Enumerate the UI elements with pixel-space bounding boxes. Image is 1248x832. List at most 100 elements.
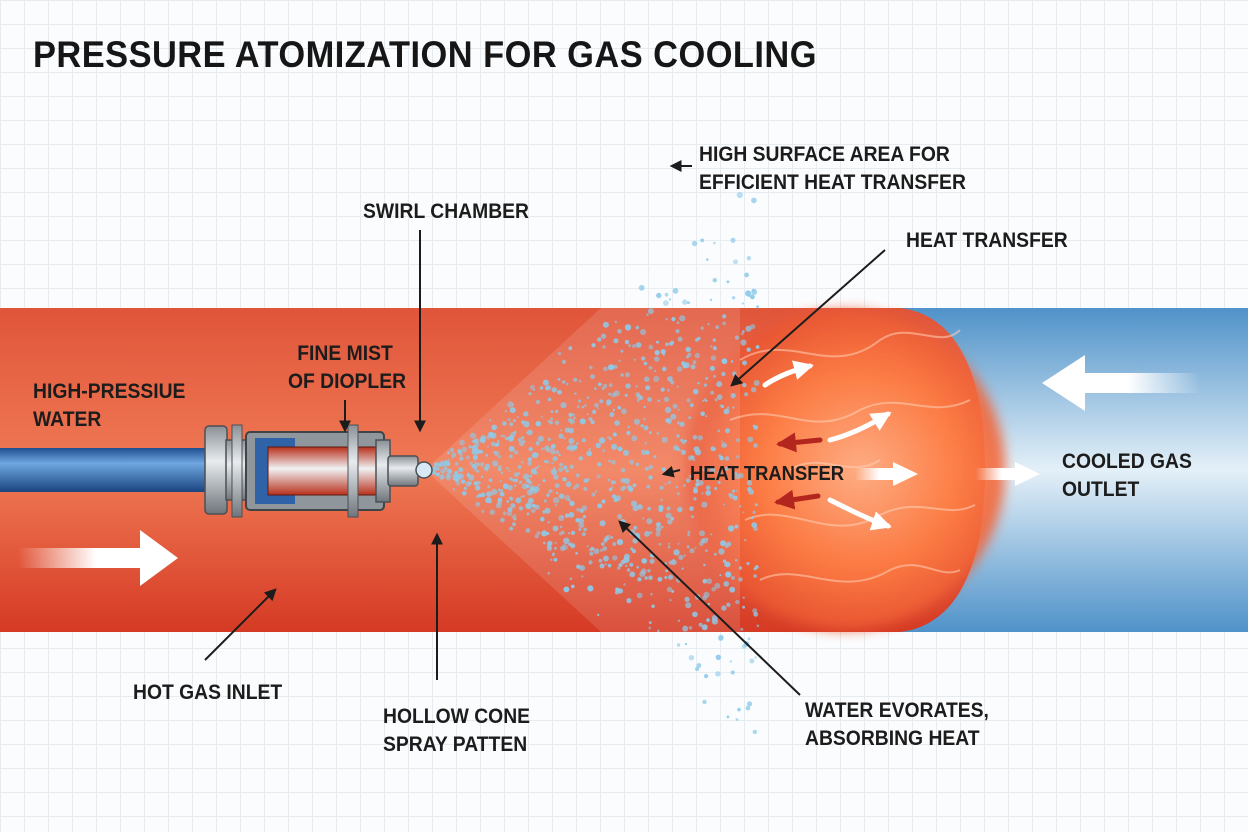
droplet [626,568,631,572]
droplet [454,461,459,467]
droplet [632,344,636,348]
droplet [631,435,638,442]
droplet [618,359,621,362]
droplet [599,520,606,527]
droplet [752,729,757,735]
droplet [481,475,484,478]
droplet [733,259,738,265]
droplet [590,374,595,379]
droplet [465,481,471,487]
droplet [506,500,510,503]
droplet [458,451,463,456]
droplet [583,487,588,491]
droplet [518,506,524,511]
droplet [620,373,624,377]
droplet [710,355,717,361]
droplet [715,654,722,660]
droplet [722,321,727,326]
droplet [692,388,699,395]
droplet [578,518,585,524]
droplet [737,707,741,712]
droplet [564,427,571,433]
droplet [676,366,683,372]
droplet [684,642,688,646]
droplet [509,526,514,531]
droplet [635,392,641,398]
droplet [636,592,643,599]
droplet [505,437,509,441]
droplet [714,487,718,490]
droplet [468,445,472,449]
droplet [753,574,757,578]
droplet [512,522,516,527]
droplet [738,577,743,582]
droplet [553,467,556,470]
droplet [602,546,608,551]
droplet [573,416,576,420]
droplet [753,443,758,448]
droplet [686,398,691,403]
droplet [692,611,698,618]
droplet [565,469,569,473]
droplet [447,459,450,461]
droplet [666,586,673,593]
droplet [529,384,535,390]
droplet [721,440,723,443]
droplet [729,586,736,593]
droplet [546,532,550,535]
droplet [557,377,561,381]
droplet [603,383,608,388]
droplet [612,432,617,437]
droplet [711,587,716,592]
droplet [469,461,473,465]
droplet [607,478,610,482]
hot-gas-flow-arrow [18,530,178,586]
droplet [590,420,595,425]
droplet [514,478,519,483]
droplet [475,454,478,458]
droplet [691,515,695,519]
droplet [443,463,447,466]
droplet [445,475,451,481]
droplet [447,451,451,455]
droplet [511,515,514,519]
droplet [751,490,754,493]
droplet [726,715,730,719]
droplet [491,488,498,495]
droplet [550,558,553,561]
droplet [703,467,708,472]
droplet [643,405,646,409]
droplet [648,365,653,370]
droplet [480,462,485,466]
droplet [665,569,668,573]
droplet [528,392,532,396]
droplet [554,483,560,489]
droplet [510,431,516,438]
droplet [574,483,580,489]
droplet [699,530,705,537]
droplet [697,435,703,441]
droplet [726,406,730,410]
droplet [683,362,690,369]
droplet [732,406,735,409]
droplet [609,412,615,418]
droplet [683,554,686,557]
droplet [553,557,558,562]
droplet [542,479,546,483]
droplet [449,447,454,453]
droplet [661,525,664,529]
droplet [687,533,690,537]
droplet [509,454,513,459]
droplet [628,344,631,347]
droplet [460,479,466,484]
droplet [617,446,623,452]
droplet [687,352,692,357]
droplet [563,436,566,440]
droplet [602,321,609,328]
droplet [720,465,723,468]
droplet [489,478,492,481]
droplet [568,412,573,417]
droplet [554,409,559,414]
droplet [484,463,490,469]
droplet [525,502,532,510]
